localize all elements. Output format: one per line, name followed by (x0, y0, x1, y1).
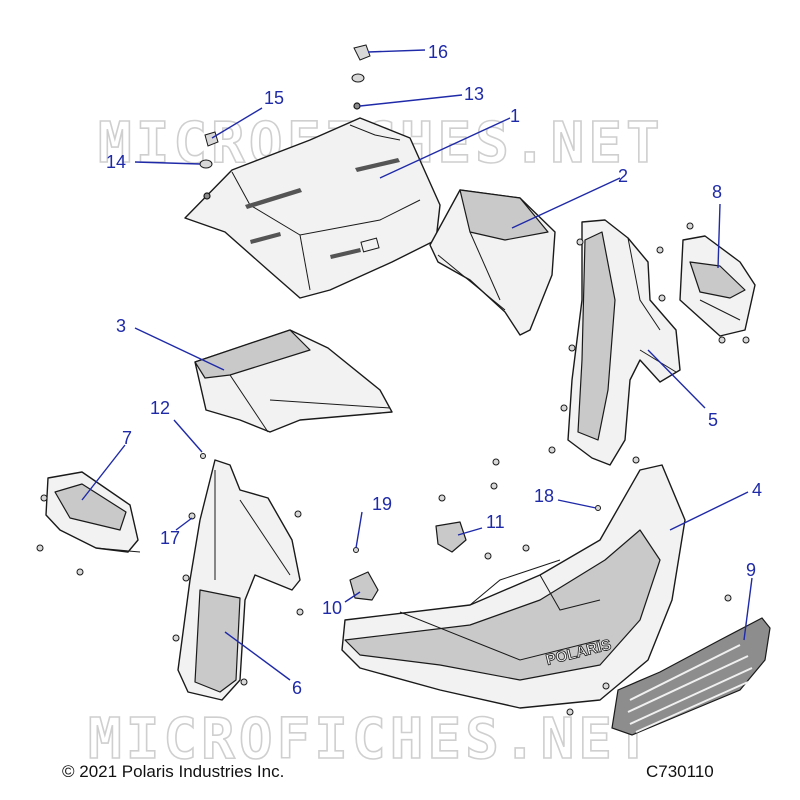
part-7-bracket (45, 471, 141, 553)
part-13-nut (353, 102, 361, 110)
callout-2: 2 (618, 166, 628, 186)
part-1-hood (184, 117, 441, 299)
callout-5: 5 (708, 410, 718, 430)
fasteners (36, 44, 750, 716)
part-8-bracket (679, 235, 756, 337)
part-nut (203, 192, 211, 200)
callout-16: 16 (428, 42, 448, 62)
part-17-screw (188, 512, 196, 520)
callout-19: 19 (372, 494, 392, 514)
copyright-notice: © 2021 Polaris Industries Inc. (62, 762, 285, 781)
callout-8: 8 (712, 182, 722, 202)
callout-leaders (81, 49, 753, 681)
part-12-screw (200, 453, 206, 459)
callout-7: 7 (122, 428, 132, 448)
part-6-fender-support (177, 459, 301, 701)
grommet (351, 73, 365, 83)
drawing-number: C730110 (646, 762, 714, 781)
callout-4: 4 (752, 480, 762, 500)
callout-11: 11 (486, 512, 505, 532)
part-16-fastener (353, 44, 371, 61)
callout-10: 10 (322, 598, 342, 618)
callout-numbers: 1 2 3 4 5 6 7 8 9 10 11 12 13 14 15 16 1… (106, 42, 762, 698)
part-14-grommet (199, 159, 213, 169)
callout-12: 12 (150, 398, 170, 418)
callout-18: 18 (534, 486, 554, 506)
callout-9: 9 (746, 560, 756, 580)
part-3-panel (194, 329, 393, 433)
watermark-bottom: MICROFICHES.NET (88, 707, 654, 772)
part-10-bracket (349, 571, 379, 601)
part-9-grille (611, 617, 771, 736)
callout-13: 13 (464, 84, 484, 104)
part-18-screw (595, 505, 601, 511)
callout-6: 6 (292, 678, 302, 698)
callout-17: 17 (160, 528, 180, 548)
callout-14: 14 (106, 152, 126, 172)
callout-3: 3 (116, 316, 126, 336)
part-5-fender-support (567, 219, 681, 466)
part-2-panel (429, 189, 556, 336)
callout-15: 15 (264, 88, 284, 108)
part-15-fastener (204, 131, 219, 147)
callout-1: 1 (510, 106, 520, 126)
part-11-bracket (435, 521, 467, 553)
part-19-screw (353, 547, 359, 553)
part-4-front-bumper: POLARIS (341, 464, 686, 709)
